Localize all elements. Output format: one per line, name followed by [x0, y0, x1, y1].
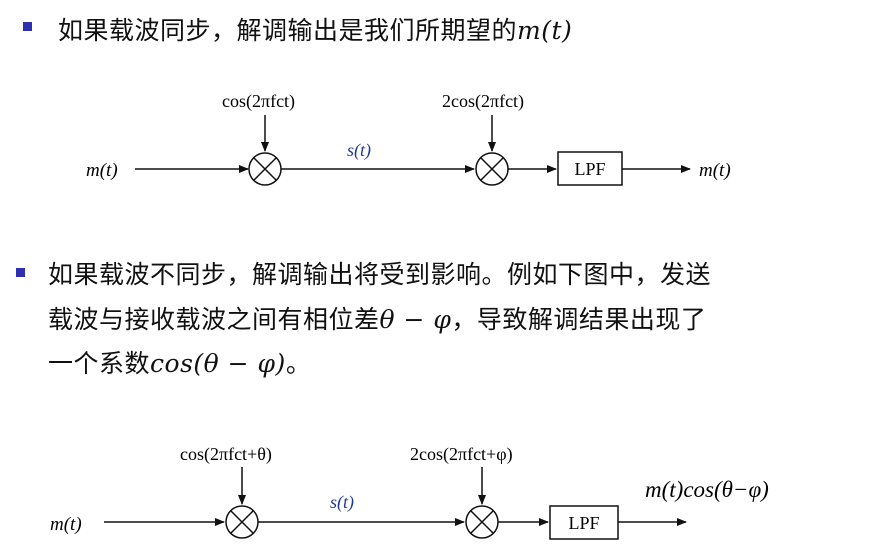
diagram2-lpf-box — [549, 505, 619, 540]
diagram1-lpf-label: LPF — [574, 159, 605, 179]
diagram2-signal-label: s(t) — [330, 492, 354, 513]
bullet2-line3-a: 一个系数 — [48, 349, 151, 378]
diagram1-signal-label: s(t) — [347, 140, 371, 161]
bullet1-statement: 如果载波同步，解调输出是我们所期望的 — [58, 16, 518, 45]
diagram2-multiplier-1 — [225, 505, 259, 539]
diagram2-carrier-label: cos(2πfct+θ) — [180, 444, 272, 465]
diagram2-lpf-label: LPF — [568, 513, 599, 533]
bullet1-text: 如果载波同步，解调输出是我们所期望的m(t) — [58, 11, 572, 47]
diagram2: m(t) cos(2πfct+θ) s(t) 2cos(2πfct+φ) LPF… — [50, 444, 769, 540]
bullet2-line3: 一个系数cos(θ − φ)。 — [48, 344, 311, 380]
diagram1-demod-carrier-label: 2cos(2πfct) — [442, 91, 524, 112]
diagram1-input-label: m(t) — [86, 160, 118, 181]
diagram1-output-label: m(t) — [699, 160, 731, 181]
diagram2-input-label: m(t) — [50, 514, 82, 535]
bullet2-line2-a: 载波与接收载波之间有相位差 — [48, 305, 380, 334]
bullet-marker-1 — [23, 22, 32, 31]
diagram1-multiplier-2 — [475, 152, 509, 186]
bullet2-line2: 载波与接收载波之间有相位差θ − φ，导致解调结果出现了 — [48, 300, 706, 336]
bullet2-line3-b: 。 — [285, 349, 312, 378]
diagram1-multiplier-1 — [248, 152, 282, 186]
diagram2-output-label: m(t)cos(θ−φ) — [645, 477, 769, 502]
bullet1-math: m(t) — [517, 16, 573, 45]
diagram1-carrier-label: cos(2πfct) — [222, 91, 295, 112]
bullet2-line2-b: ，导致解调结果出现了 — [451, 305, 707, 334]
diagram1: m(t) cos(2πfct) s(t) 2cos(2πfct) LPF m(t… — [86, 91, 731, 186]
bullet-marker-2 — [16, 268, 25, 277]
diagram2-demod-carrier-label: 2cos(2πfct+φ) — [410, 444, 513, 465]
bullet2-line2-math: θ − φ — [379, 305, 452, 334]
bullet2-line1: 如果载波不同步，解调输出将受到影响。例如下图中，发送 — [48, 260, 712, 289]
diagram2-multiplier-2 — [465, 505, 499, 539]
bullet2-line3-math: cos(θ − φ) — [150, 349, 286, 378]
